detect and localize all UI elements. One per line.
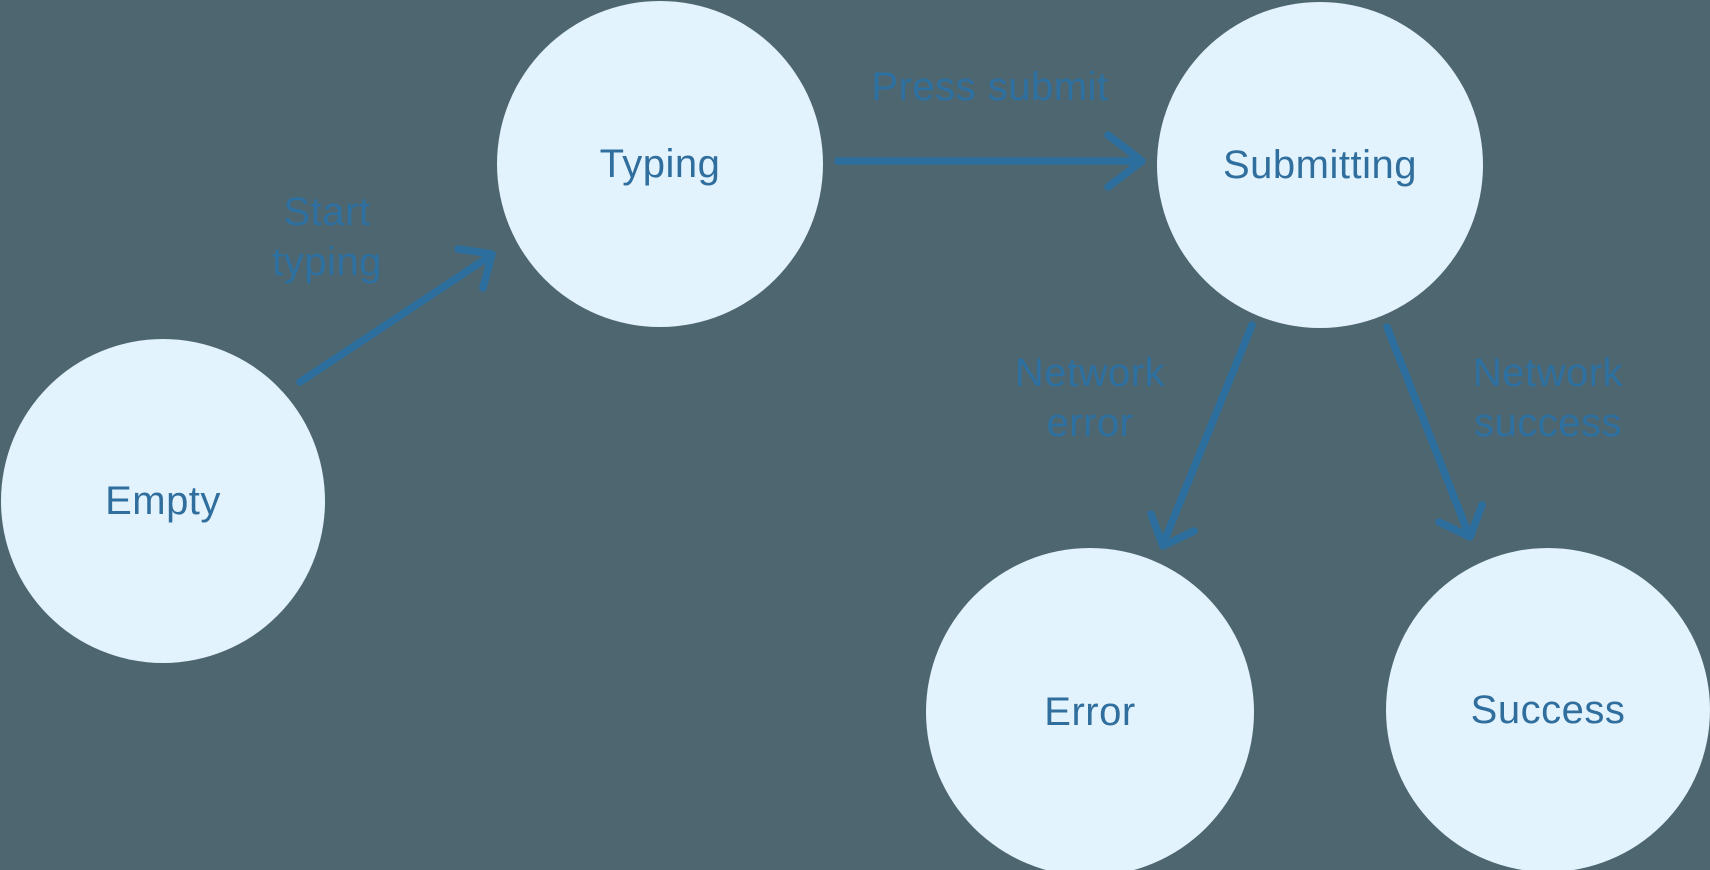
edge-label-line: Press submit — [871, 65, 1109, 109]
state-node-label: Empty — [105, 478, 221, 523]
edge-label-network-success: Network success — [1473, 348, 1623, 448]
edge-label-line: typing — [272, 240, 382, 284]
edge-label-press-submit: Press submit — [871, 62, 1108, 112]
arrow-network-success — [1383, 323, 1486, 541]
edge-label-line: Network — [1014, 351, 1166, 395]
state-node-typing: Typing — [497, 1, 823, 327]
state-node-empty: Empty — [1, 339, 325, 663]
edge-label-line: success — [1473, 401, 1622, 445]
state-node-label: Success — [1470, 687, 1626, 732]
state-node-label: Error — [1044, 689, 1136, 734]
state-node-submitting: Submitting — [1157, 2, 1483, 328]
edge-label-start-typing: Start typing — [272, 187, 382, 287]
edge-label-line: Start — [283, 190, 371, 234]
state-node-label: Typing — [599, 141, 721, 186]
arrow-press-submit — [834, 131, 1146, 191]
edge-label-network-error: Network error — [1015, 348, 1165, 448]
edge-label-line: error — [1046, 401, 1134, 445]
edge-label-line: Network — [1472, 351, 1624, 395]
arrow-start-typing — [296, 245, 496, 386]
arrow-network-error — [1147, 321, 1256, 550]
state-node-error: Error — [926, 548, 1254, 870]
state-node-label: Submitting — [1223, 142, 1417, 187]
state-node-success: Success — [1386, 548, 1710, 870]
